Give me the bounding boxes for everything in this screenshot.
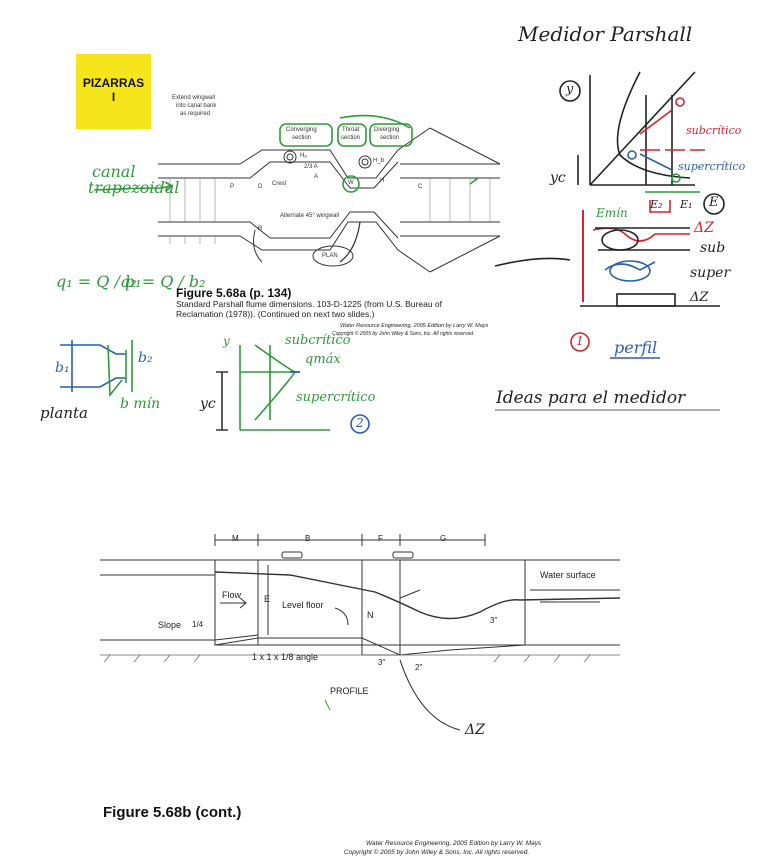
plan-label-crest: Crest <box>272 181 287 187</box>
plan-label-extend: Extend wingwall <box>172 95 216 101</box>
hand-canal: canal <box>92 162 136 181</box>
plan-label-r: R <box>258 226 263 232</box>
plan-label-as-required: as required <box>180 111 211 117</box>
note-super: super <box>690 265 731 281</box>
pizarras-badge: PIZARRAS I <box>76 54 151 129</box>
plan-label-h: H <box>380 178 385 184</box>
note-emin: Emín <box>596 206 628 220</box>
plan-label-throat-section: section <box>341 135 361 141</box>
profile-m: M <box>232 534 239 543</box>
note-circle-one: 1 <box>576 334 584 348</box>
profile-label: PROFILE <box>330 686 369 696</box>
note-b-min: b mín <box>120 396 161 412</box>
profile-f: F <box>378 534 383 543</box>
profile-slope-value: 1/4 <box>192 620 204 629</box>
profile-slope: Slope <box>158 620 182 630</box>
note-e1: E₁ <box>680 198 693 211</box>
profile-e: E <box>264 594 271 604</box>
profile-delta-z: ΔZ <box>465 722 485 738</box>
plan-label-p: P <box>230 184 235 190</box>
plan-label-alternate-wingwall: Alternate 45° wingwall <box>280 213 340 219</box>
badge-line1: PIZARRAS <box>82 76 145 90</box>
profile-three-a: 3" <box>490 616 498 625</box>
hand-trapezoid: trapezoidal <box>88 178 180 197</box>
plan-label-diverging-section: section <box>380 135 400 141</box>
header-note: Medidor Parshall <box>518 22 693 46</box>
plan-label-ha: Hₐ <box>300 153 307 159</box>
plan-label-diverging: Diverging <box>374 127 400 133</box>
note-q1: q₁ = Q / b₁ <box>56 272 142 291</box>
plan-green-annotations <box>93 114 479 193</box>
left-notes-drawing <box>60 340 370 434</box>
note-subcritico-right: subcrítico <box>686 124 742 137</box>
note-b1: b₁ <box>55 360 70 376</box>
note-qmax: qmáx <box>305 352 341 367</box>
profile-water-surface: Water surface <box>540 570 596 580</box>
note-perfil: perfil <box>614 338 658 357</box>
figure-a-caption-1: Standard Parshall flume dimensions. 103-… <box>176 299 442 309</box>
note-q2: q₂ = Q / b₂ <box>120 272 206 291</box>
figure-a-title: Figure 5.68a (p. 134) <box>176 286 292 300</box>
plan-label-into-bank: into canal bank <box>176 103 217 109</box>
note-supercritico-left: supercrítico <box>296 390 376 405</box>
plan-label-two-thirds-a: 2/3 A <box>304 164 318 170</box>
profile-drawing <box>100 534 621 731</box>
plan-label-converging: Converging <box>286 127 317 133</box>
plan-label-hb: H_b <box>373 158 385 164</box>
profile-angle: 1 x 1 x 1/8 angle <box>252 652 319 662</box>
note-subcritico-left: subcrítico <box>285 333 351 348</box>
profile-b: B <box>305 534 311 543</box>
note-ideas: Ideas para el medidor <box>496 388 686 408</box>
note-delta-z: ΔZ <box>694 220 714 236</box>
note-sub: sub <box>700 240 726 256</box>
note-supercritico-right: supercrítico <box>678 160 746 173</box>
profile-three-b: 3" <box>378 658 386 667</box>
figure-b-title: Figure 5.68b (cont.) <box>103 804 242 821</box>
plan-label-throat: Throat <box>342 127 360 133</box>
note-yc-left: yc <box>200 396 216 412</box>
figure-a-caption-2: Reclamation (1978)). (Continued on next … <box>176 309 375 319</box>
plan-label-w: W <box>348 180 354 186</box>
profile-two: 2" <box>415 663 423 672</box>
note-delta-z-2: ΔZ <box>690 290 709 305</box>
note-planta: planta <box>40 404 88 422</box>
plan-label-a: A <box>314 174 319 180</box>
figure-b-credit-1: Water Resource Engineering, 2005 Edition… <box>366 840 542 847</box>
note-e2: E₂ <box>650 198 663 211</box>
plan-label-d: D <box>258 184 263 190</box>
profile-g: G <box>440 534 447 543</box>
plan-label-converging-section: section <box>292 135 312 141</box>
figure-b-credit-2: Copyright © 2005 by John Wiley & Sons, I… <box>344 849 530 856</box>
profile-n: N <box>367 610 374 620</box>
right-notes-drawing <box>494 71 725 411</box>
plan-drawing <box>158 127 501 273</box>
note-circle-two: 2 <box>356 416 364 430</box>
badge-line2: I <box>111 90 116 104</box>
note-y-right: y <box>566 82 574 97</box>
note-e-circle: E <box>709 195 719 210</box>
note-b2: b₂ <box>138 350 153 366</box>
note-y-left: y <box>223 334 230 348</box>
plan-label-c: C <box>418 184 423 190</box>
figure-a-credit-2: Copyright © 2005 by John Wiley & Sons, I… <box>332 331 475 337</box>
profile-level-floor: Level floor <box>282 600 324 610</box>
plan-label-plan: PLAN <box>322 253 338 259</box>
figure-a-credit-1: Water Resource Engineering, 2005 Edition… <box>340 323 489 329</box>
note-yc-right: yc <box>550 170 566 186</box>
profile-flow: Flow <box>222 590 242 600</box>
